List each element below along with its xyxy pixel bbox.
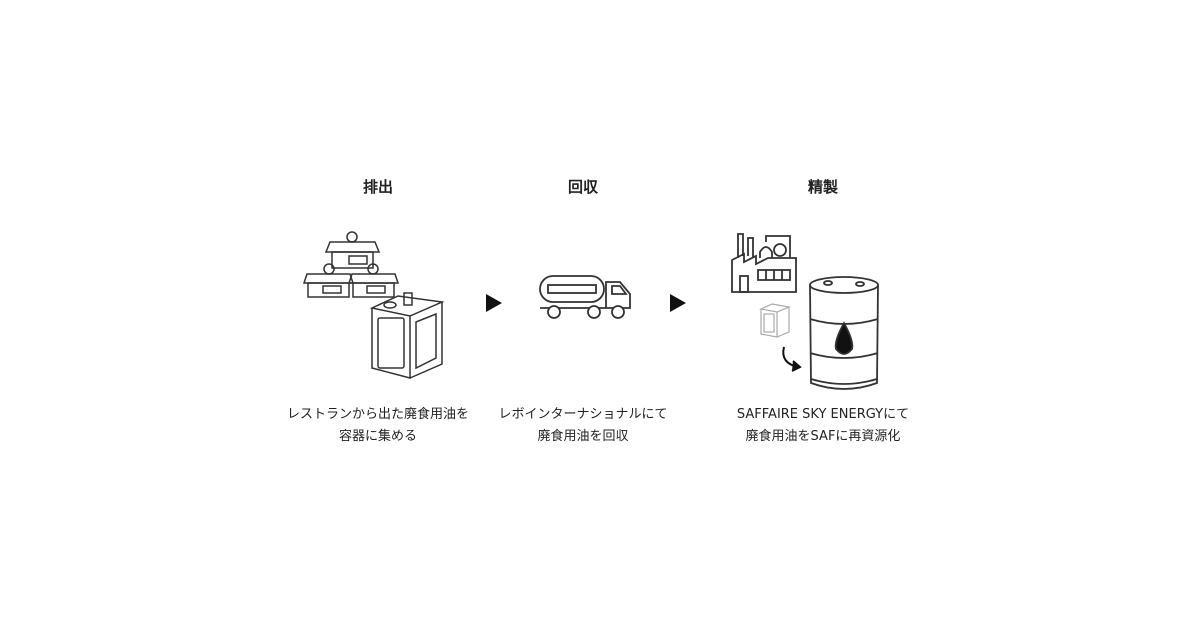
curved-arrow-icon: [782, 346, 802, 372]
step-title: 排出: [362, 178, 394, 196]
tanker-truck-icon: [539, 275, 631, 319]
oil-can-icon: [369, 292, 445, 379]
caption-line: レボインターナショナルにて: [498, 407, 668, 422]
step-caption: レボインターナショナルにて 廃食用油を回収: [498, 404, 667, 448]
step-title: 精製: [807, 178, 839, 196]
oil-drum-icon: [809, 276, 879, 390]
caption-line: 容器に集める: [338, 429, 418, 444]
caption-line: 廃食用油をSAFに再資源化: [745, 429, 901, 444]
restaurants-icon: [302, 231, 400, 298]
step-caption: SAFFAIRE SKY ENERGYにて 廃食用油をSAFに再資源化: [737, 404, 909, 448]
step-title: 回収: [567, 178, 599, 196]
caption-line: 廃食用油を回収: [537, 429, 629, 444]
step-caption: レストランから出た廃食用油を 容器に集める: [287, 404, 469, 448]
caption-line: SAFFAIRE SKY ENERGYにて: [736, 407, 910, 422]
arrow-right-icon: [486, 294, 502, 312]
factory-icon: [731, 233, 797, 293]
arrow-right-icon: [670, 294, 686, 312]
caption-line: レストランから出た廃食用油を: [286, 407, 470, 422]
oil-can-icon: [759, 303, 792, 338]
